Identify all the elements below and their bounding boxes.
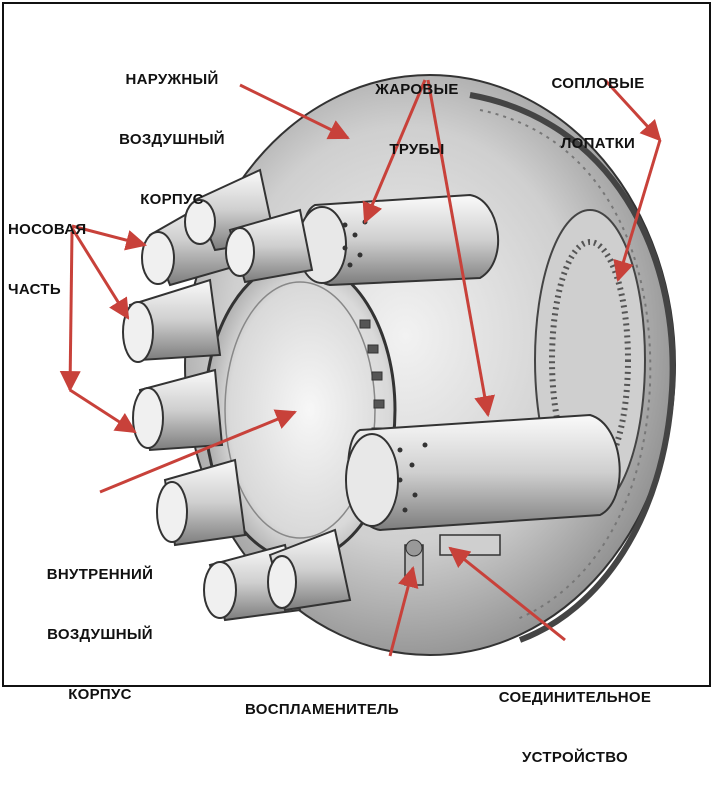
label-line: КОРПУС xyxy=(140,191,204,208)
nose-cone xyxy=(156,458,247,547)
arrow-flame-tube-1 xyxy=(362,79,427,224)
label-line: НАРУЖНЫЙ xyxy=(125,71,219,88)
rear-flange xyxy=(469,92,676,643)
arrow-nose-3a xyxy=(59,231,81,393)
arrow-igniter xyxy=(388,565,419,657)
label-flame-tubes: ЖАРОВЫЕ ТРУБЫ xyxy=(352,40,482,180)
label-line: ВНУТРЕННИЙ xyxy=(46,566,154,583)
label-igniter: ВОСПЛАМЕНИТЕЛЬ xyxy=(222,660,422,740)
label-line: ЛОПАТКИ xyxy=(560,135,636,152)
inner-casing-rim xyxy=(224,281,376,539)
igniter-part xyxy=(404,539,424,586)
nose-cones xyxy=(122,168,352,622)
arrow-nozzle-vanes-b xyxy=(613,139,662,283)
arrow-nose-1 xyxy=(71,224,148,251)
label-line: ЖАРОВЫЕ xyxy=(375,81,459,98)
flame-tube-top xyxy=(297,193,500,287)
label-line: СОПЛОВЫЕ xyxy=(551,75,645,92)
flange-bolts xyxy=(479,109,652,621)
annotation-arrows xyxy=(59,78,662,657)
label-line: КОРПУС xyxy=(68,686,132,703)
arrow-flame-tube-2 xyxy=(426,79,496,418)
label-line: НОСОВАЯ xyxy=(8,221,87,238)
label-nozzle-vanes: СОПЛОВЫЕ ЛОПАТКИ xyxy=(528,34,668,174)
label-nose-part: НОСОВАЯ ЧАСТЬ xyxy=(8,180,128,320)
label-line: ЧАСТЬ xyxy=(8,281,61,298)
arrow-nose-3b xyxy=(69,388,137,434)
label-line: СОЕДИНИТЕЛЬНОЕ xyxy=(498,689,652,706)
label-outer-casing: НАРУЖНЫЙ ВОЗДУШНЫЙ КОРПУС xyxy=(92,30,252,230)
label-connector: СОЕДИНИТЕЛЬНОЕ УСТРОЙСТВО xyxy=(470,648,680,788)
nose-cone xyxy=(267,528,352,612)
nozzle-vanes xyxy=(549,239,631,481)
arrow-inner-casing xyxy=(99,409,297,494)
combustion-chamber-illustration xyxy=(59,74,676,657)
label-line: УСТРОЙСТВО xyxy=(522,749,628,766)
arrow-outer-casing xyxy=(239,83,350,140)
label-line: ВОЗДУШНЫЙ xyxy=(47,626,153,643)
label-line: ВОЗДУШНЫЙ xyxy=(119,131,225,148)
nose-cone xyxy=(132,368,224,452)
arrow-nose-2 xyxy=(70,227,130,320)
label-inner-casing: ВНУТРЕННИЙ ВОЗДУШНЫЙ КОРПУС xyxy=(20,525,180,725)
nose-cone xyxy=(225,208,314,284)
arrow-nozzle-vanes-a xyxy=(603,78,662,142)
label-line: ТРУБЫ xyxy=(389,141,445,158)
connector-part xyxy=(439,534,501,556)
label-line: ВОСПЛАМЕНИТЕЛЬ xyxy=(245,701,399,718)
arrow-connector xyxy=(448,546,566,642)
flame-tube-bottom xyxy=(345,413,621,532)
nose-cone xyxy=(122,278,222,363)
